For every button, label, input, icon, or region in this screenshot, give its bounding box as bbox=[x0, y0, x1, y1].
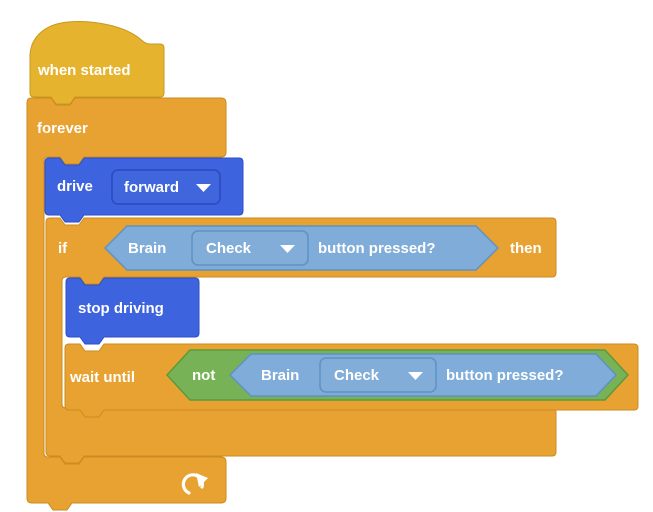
dropdown-arrow-icon bbox=[196, 184, 211, 192]
stop-driving-label: stop driving bbox=[78, 300, 164, 317]
drive-label: drive bbox=[57, 178, 93, 195]
button-pressed-label: button pressed? bbox=[446, 367, 564, 384]
brain-device-label: Brain bbox=[128, 240, 166, 257]
forever-block-group: forever bbox=[26, 97, 227, 511]
dropdown-arrow-icon bbox=[408, 372, 423, 380]
forever-block[interactable] bbox=[26, 97, 227, 511]
drive-direction-dropdown[interactable]: forward bbox=[111, 169, 221, 205]
dropdown-arrow-icon bbox=[280, 245, 295, 253]
brain-button-value: Check bbox=[334, 367, 380, 384]
not-label: not bbox=[192, 367, 215, 384]
when-started-label: when started bbox=[37, 62, 131, 79]
stop-driving-block[interactable] bbox=[65, 277, 200, 345]
then-label: then bbox=[510, 240, 542, 257]
if-label: if bbox=[58, 240, 68, 257]
button-pressed-label: button pressed? bbox=[318, 240, 436, 257]
not-operator[interactable]: not Brain Check button pressed? bbox=[166, 349, 629, 401]
forever-label: forever bbox=[37, 120, 88, 137]
wait-until-block-group: wait until not Brain Check button presse… bbox=[64, 343, 639, 418]
brain-button-pressed-condition-nested[interactable]: Brain Check button pressed? bbox=[229, 353, 617, 397]
drive-block-group: drive forward bbox=[44, 157, 244, 223]
brain-button-value: Check bbox=[206, 240, 252, 257]
when-started-block-group: when started bbox=[29, 21, 165, 105]
stop-driving-block-group: stop driving bbox=[65, 277, 200, 345]
brain-device-label: Brain bbox=[261, 367, 299, 384]
drive-direction-value: forward bbox=[124, 179, 179, 196]
wait-until-label: wait until bbox=[69, 369, 135, 386]
brain-button-dropdown-nested[interactable]: Check bbox=[319, 357, 437, 393]
if-block-group: if Brain Check button pressed? then bbox=[45, 217, 557, 464]
brain-button-dropdown[interactable]: Check bbox=[191, 230, 309, 266]
loop-arrow-icon bbox=[181, 473, 208, 495]
drive-block[interactable] bbox=[44, 157, 244, 223]
when-started-block[interactable] bbox=[29, 21, 165, 105]
brain-button-pressed-condition[interactable]: Brain Check button pressed? bbox=[104, 225, 499, 271]
